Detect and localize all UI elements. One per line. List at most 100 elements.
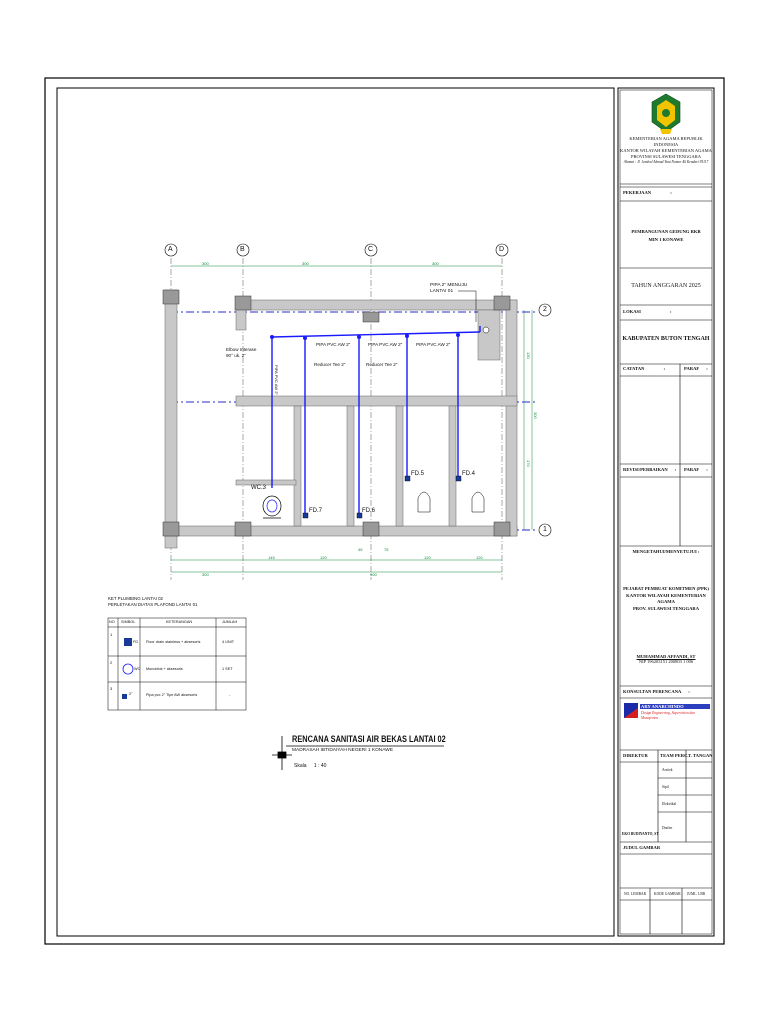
dim-top: 300 [302, 261, 309, 266]
paraf-label: PARAF : [684, 366, 708, 371]
pvc-label: PIPA PVC AW 2" [416, 342, 451, 347]
legend-row-no: 2 [110, 660, 113, 665]
legend-row-desc: Monoblok + aksesoris [146, 667, 183, 671]
team-role: Sipil [662, 785, 669, 789]
grid-label-2: 2 [543, 306, 547, 313]
title-block-frame [617, 87, 715, 937]
revisi-label-text: REVISI/PERBAIKAN [623, 467, 668, 472]
outer-frame [44, 77, 725, 945]
grid-label-a: A [168, 246, 173, 253]
dim-top: 300 [202, 261, 209, 266]
team-label: TEAM PERC. [660, 753, 689, 758]
dim-total: 300 [202, 572, 209, 577]
dim-bottom: 120 [424, 555, 431, 560]
project-name: PEMBANGUNAN GEDUNG RKB MIN 1 KONAWE [620, 228, 712, 244]
konsultan-label: KONSULTAN PERENCANA : [623, 689, 690, 694]
drawing-scale: Skala 1 : 40 [294, 763, 326, 769]
legend-row-desc: Floor drain stainless + aksesoris [146, 640, 201, 644]
dimension-lines [171, 265, 533, 573]
kode-gambar-label: KODE GAMBAR [654, 892, 681, 896]
dim-bottom: 145 [268, 555, 275, 560]
institution-line: PROVINSI SULAWESI TENGGARA [630, 154, 702, 159]
mengetahui-label: MENGETAHUI/MENYETUJUI : [632, 549, 700, 554]
direktur-label: DIREKTUR [623, 753, 648, 758]
drawing-title: RENCANA SANITASI AIR BEKAS LANTAI 02 [292, 734, 446, 744]
pvc-label: PIPA PVC AW 2" [316, 342, 351, 347]
location-name: KABUPATEN BUTON TENGAH [622, 336, 710, 342]
walls [164, 289, 518, 549]
legend-row-desc: Pipa pvc 2" Tipe AW aksesoris [146, 693, 198, 697]
judul-label: JUDUL GAMBAR [623, 845, 661, 850]
dim-bottom: 45 [358, 547, 363, 552]
official-line-3: PROV. SULAWESI TENGGARA [632, 605, 700, 611]
legend-heading-1: KET PLUMBING LANTAI 02 [108, 596, 163, 601]
pekerjaan-label-text: PEKERJAAN [623, 190, 652, 195]
lokasi-label: LOKASI : [623, 309, 672, 314]
paraf-label-text: PARAF [684, 467, 700, 472]
paraf-label-text: PARAF [684, 366, 700, 371]
director-name: EKO BUDIYANTO, ST [622, 832, 659, 836]
grid-label-c: C [368, 246, 374, 253]
dim-bottom: 120 [320, 555, 327, 560]
ministry-logo-icon [651, 93, 681, 134]
floor-drain-icon [302, 475, 462, 519]
legend-row-symbol: WC [134, 667, 141, 671]
dim-total: 900 [370, 572, 377, 577]
paraf-label-2: PARAF : [684, 467, 708, 472]
institution-address: Alamat : Jl. Jendral Ahmad Yani Nomor 46… [623, 160, 709, 164]
consultant-logo-icon [624, 703, 710, 718]
elbow-note: Elbow Interase 90° uk. 2" [226, 347, 256, 359]
scale-label: Skala [294, 763, 307, 769]
dim-top: 300 [432, 261, 439, 266]
legend-heading-2: PERLETAKAN DIATAS PLAFOND LANTAI 01 [108, 601, 198, 607]
pipe-down-line-2: LANTAI 01 [430, 289, 454, 294]
wc-icon [262, 495, 282, 519]
institution-block: KEMENTERIAN AGAMA REPUBLIK INDONESIA KAN… [620, 136, 712, 165]
official-nip: NIP 196203151 200803 1 006 [638, 659, 694, 664]
legend-table [107, 617, 247, 711]
drawing-frame [56, 87, 615, 937]
grid-bubbles [164, 243, 552, 537]
legend-row-qty: 4 UNIT [222, 640, 235, 644]
team-role: Drafter [662, 826, 673, 830]
budget-year: TAHUN ANGGARAN 2025 [631, 283, 701, 289]
lokasi-label-text: LOKASI [623, 309, 641, 314]
fd-label: FD.5 [411, 471, 425, 477]
official-block: PEJABAT PEMBUAT KOMITMEN (PPK) KANTOR WI… [620, 586, 712, 612]
team-role: Arsitek [662, 768, 673, 772]
elbow-line-1: Elbow Interase [226, 347, 257, 352]
grid-label-b: B [240, 246, 245, 253]
konsultan-label-text: KONSULTAN PERENCANA [623, 689, 682, 694]
dim-right: 300 [533, 412, 538, 419]
vertical-pipe-label: PIPA PVC AW 2" [274, 365, 279, 395]
legend-col-qty: JUMLAH [222, 620, 238, 624]
juml-lbr-label: JUML. LBR [687, 892, 706, 896]
catatan-label: CATATAN : [623, 366, 666, 371]
dim-bottom: 75 [384, 547, 389, 552]
project-line-2: MIN 1 KONAWE [648, 237, 684, 242]
drawing-subtitle: MADRASAH IBTIDAIYAH NEGERI 1 KONAWE [292, 748, 394, 753]
fd-label: FD.4 [462, 471, 476, 477]
official-line-1: PEJABAT PEMBUAT KOMITMEN (PPK) [623, 586, 709, 591]
consultant-tagline: Design Engineering, Supervision dan Mana… [641, 711, 695, 720]
reducer-label: Reducer Tee 2" [366, 362, 398, 367]
legend-row-symbol: FD [133, 640, 139, 644]
project-line-1: PEMBANGUNAN GEDUNG RKB [631, 229, 701, 234]
institution-line: KEMENTERIAN AGAMA REPUBLIK INDONESIA [629, 136, 703, 147]
legend-col-desc: KETERANGAN [166, 620, 193, 624]
dim-right: 170 [526, 460, 531, 467]
grid-label-1: 1 [543, 526, 547, 533]
pvc-label: PIPA PVC AW 2" [368, 342, 403, 347]
official-line-2: KANTOR WILAYAH KEMENTERIAN AGAMA [626, 592, 706, 605]
legend-row-symbol: 2" [129, 692, 133, 696]
title-block-lines [620, 183, 712, 934]
fd-label: FD.7 [309, 508, 323, 514]
grid-label-d: D [499, 246, 505, 253]
fd-label: FD.6 [362, 508, 376, 514]
legend-row-qty: 1 SET [222, 667, 233, 671]
wc-label: WC.3 [251, 485, 266, 491]
catatan-label-text: CATATAN [623, 366, 645, 371]
elbow-line-2: 90° uk. 2" [226, 353, 246, 358]
pipe-down-note: PIPA 2" MENUJU LANTAI 01 [430, 283, 467, 295]
